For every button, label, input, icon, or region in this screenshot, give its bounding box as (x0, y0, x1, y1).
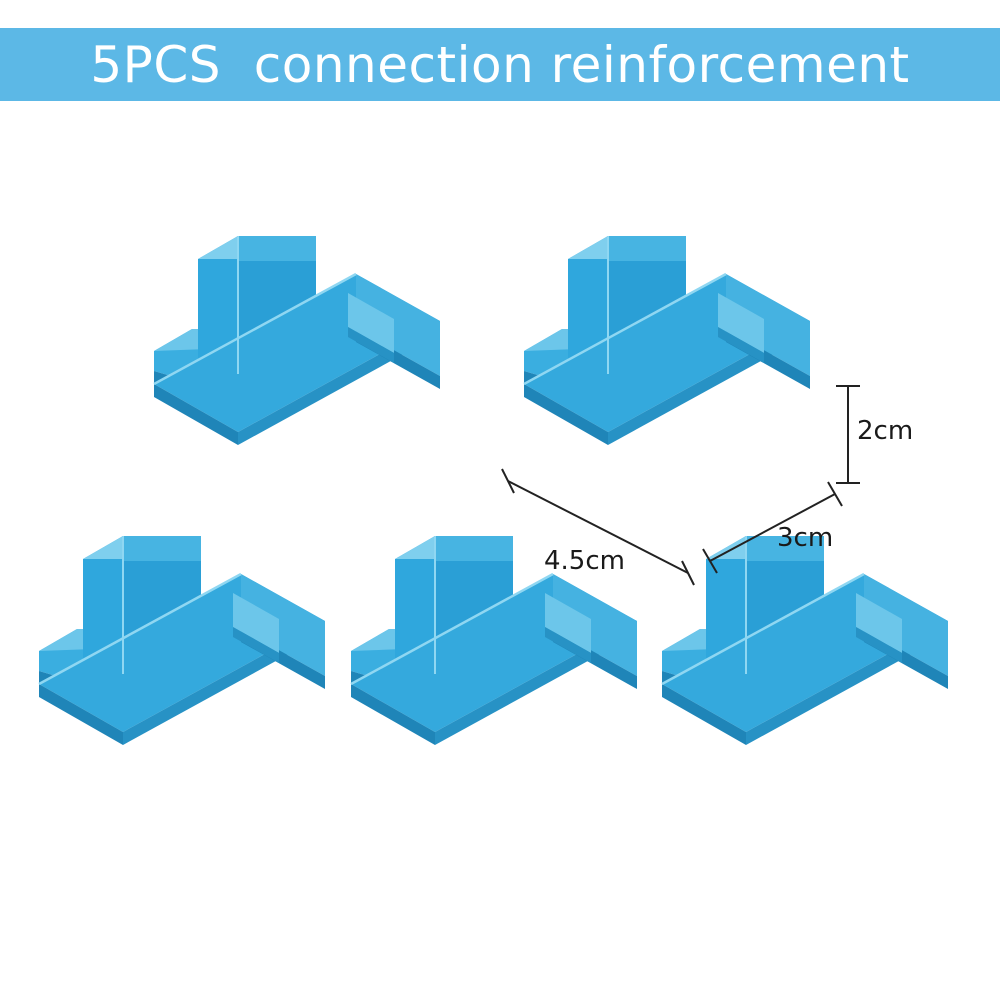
clip-body-2 (523, 236, 810, 445)
clip-item-2 (510, 201, 840, 471)
banner-title: 5PCS connection reinforcement (90, 35, 910, 94)
clip-item-3 (25, 501, 355, 771)
header-banner: 5PCS connection reinforcement (0, 28, 1000, 101)
clip-item-1 (140, 201, 470, 471)
clip-item-5 (648, 501, 978, 771)
clip-body-4 (350, 536, 637, 745)
clip-body-3 (38, 536, 325, 745)
clip-body-5 (661, 536, 948, 745)
clip-body-1 (153, 236, 440, 445)
dimension-label-height: 2cm (857, 416, 914, 446)
product-scene: 2cm 3cm 4.5cm (0, 101, 1000, 1000)
clip-item-4 (337, 501, 667, 771)
